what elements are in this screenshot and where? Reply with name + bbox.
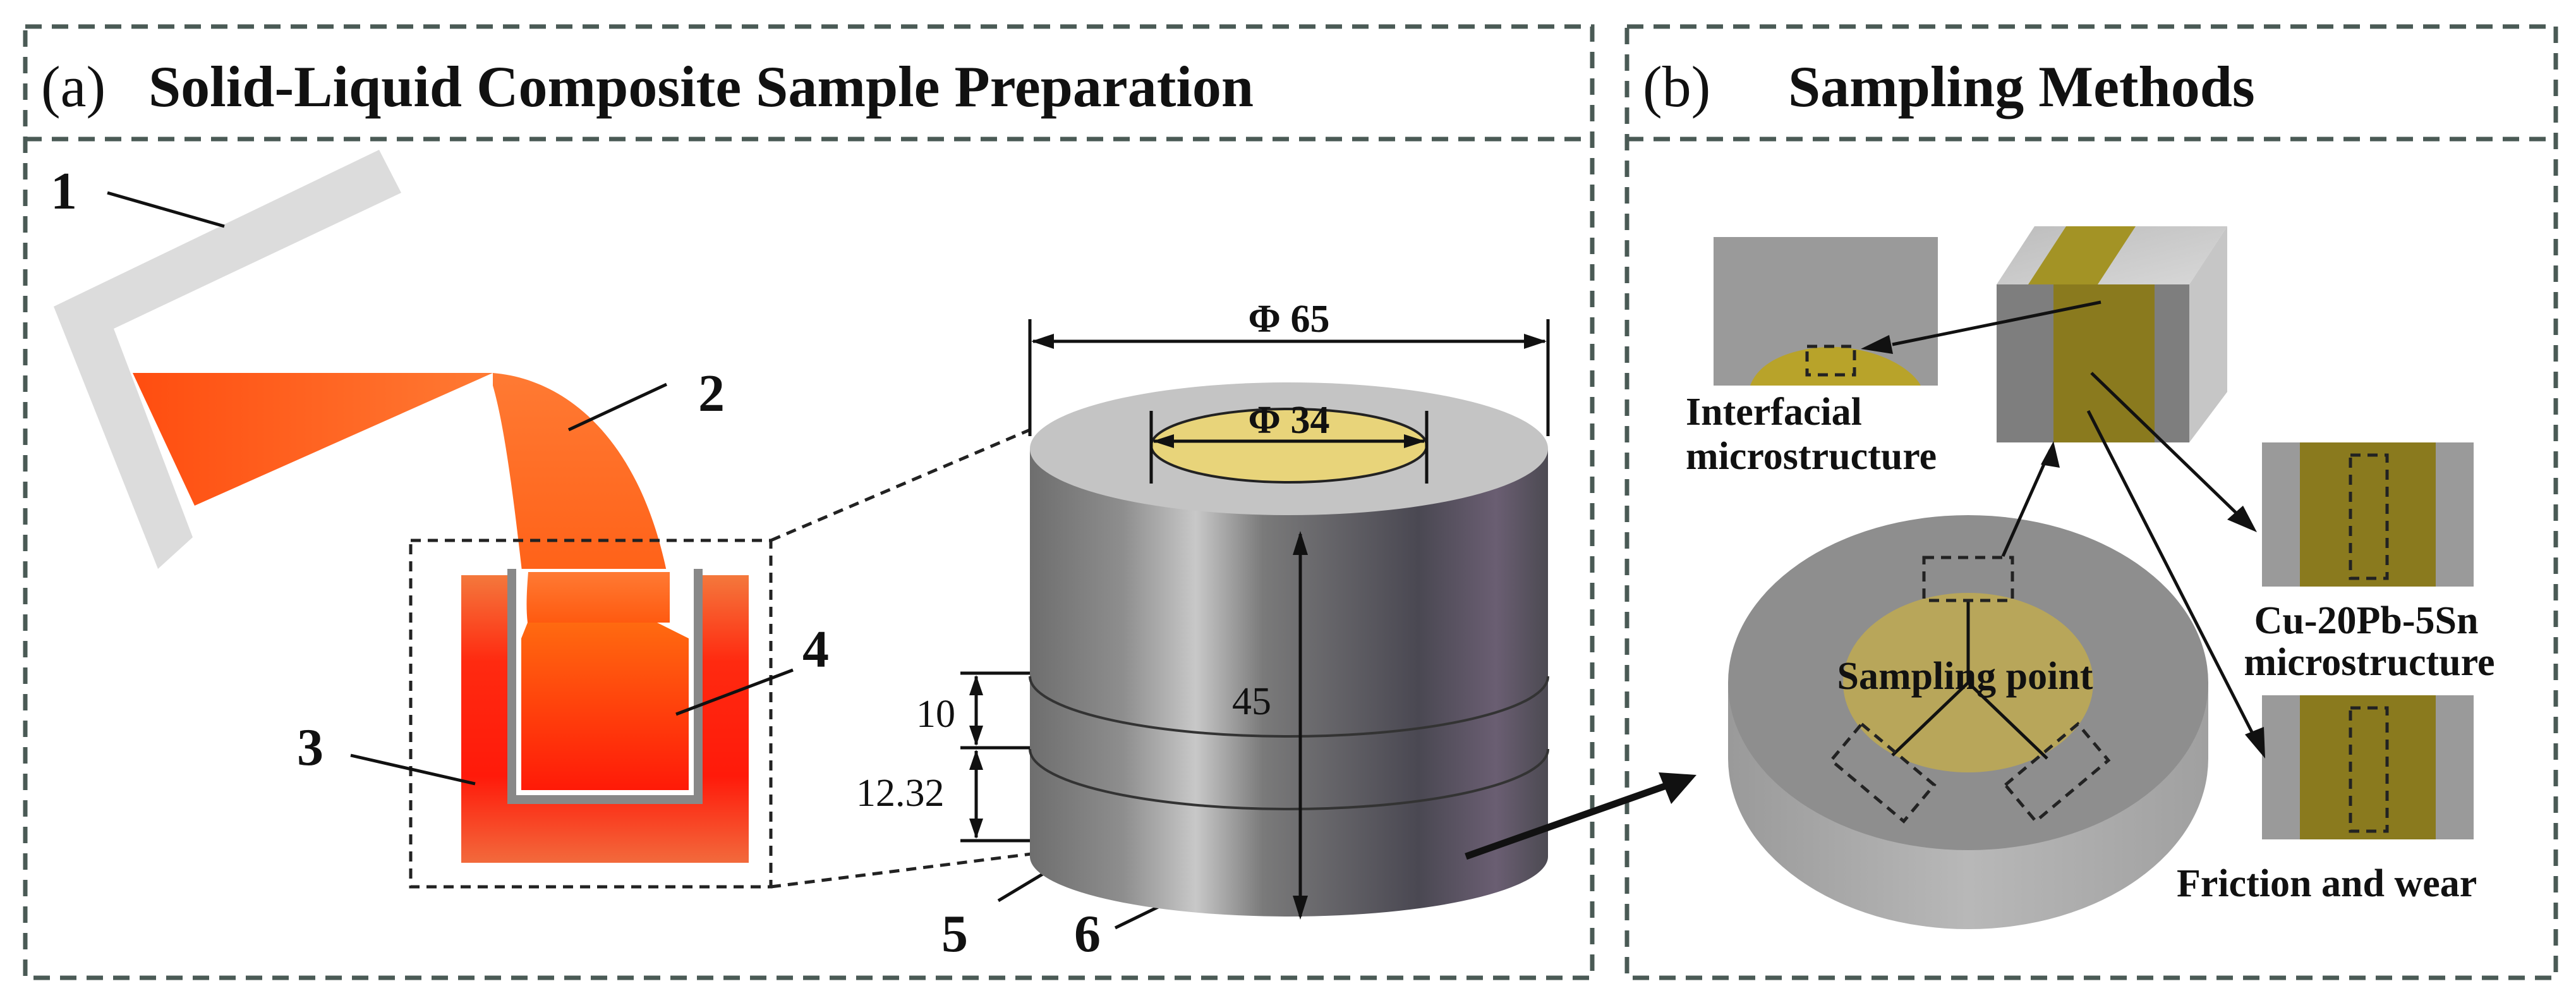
panel-b-frame (1624, 24, 2558, 980)
callout-1: 1 (51, 162, 77, 221)
sample-block (1997, 226, 2227, 442)
friction-strip (2262, 695, 2474, 839)
interfacial-label-line1: Interfacial (1686, 391, 1862, 434)
transfer-arrow (1465, 781, 1669, 860)
callout-4: 4 (802, 620, 829, 679)
layer-boundary-upper (1029, 676, 1549, 738)
arrow-to-alloy (2090, 372, 2243, 520)
layer-bottom-label: 12.32 (856, 772, 945, 815)
callout-3: 3 (297, 718, 324, 777)
arrow-sampling-to-block (2001, 449, 2052, 557)
outer-diameter-label: Φ 65 (1249, 298, 1330, 341)
callout-4-leader (675, 668, 794, 716)
mould (461, 569, 749, 863)
ladle-molten-metal (133, 373, 493, 506)
panel-a-tag: (a) (41, 54, 106, 119)
inner-diameter-label: Φ 34 (1249, 399, 1330, 442)
panel-a-frame (23, 24, 1595, 980)
height-label: 45 (1232, 680, 1271, 723)
interfacial-label-line2: microstructure (1686, 435, 1937, 478)
sampling-box-top (1922, 556, 2014, 602)
callout-5: 5 (941, 904, 968, 963)
alloy-strip (2262, 442, 2474, 587)
callout-6: 6 (1074, 904, 1101, 963)
sampling-point-label: Sampling point (1837, 655, 2093, 698)
zoom-line-top (770, 428, 1031, 542)
callout-2-leader (567, 382, 668, 432)
arrow-to-interfacial (1892, 300, 2101, 346)
panel-a-title: Solid-Liquid Composite Sample Preparatio… (148, 54, 1254, 119)
mould-melt (521, 623, 689, 790)
sample-disc (1728, 515, 2208, 929)
friction-label: Friction and wear (2177, 862, 2477, 905)
panel-b-tag: (b) (1643, 54, 1710, 119)
zoom-line-bottom (770, 851, 1037, 889)
friction-strip-bronze (2300, 695, 2436, 839)
layer-top-label: 10 (916, 693, 955, 736)
alloy-label-line1: Cu-20Pb-5Sn (2254, 599, 2479, 642)
interfacial-section (1714, 237, 1938, 386)
alloy-label-line2: microstructure (2244, 641, 2494, 684)
callout-3-leader (350, 753, 476, 786)
zoom-box (409, 539, 773, 889)
arrow-to-friction (2086, 410, 2258, 741)
composite-cylinder (1029, 382, 1549, 917)
block-bronze-section (2053, 284, 2155, 442)
ladle (54, 150, 493, 569)
alloy-strip-bronze (2300, 442, 2436, 587)
sampling-box-right (2003, 721, 2111, 824)
callout-1-leader (107, 191, 225, 228)
layer-boundary-lower (1029, 748, 1549, 810)
panel-b-title: Sampling Methods (1788, 54, 2255, 119)
sampling-box-left (1829, 721, 1937, 824)
callout-2: 2 (698, 364, 725, 423)
